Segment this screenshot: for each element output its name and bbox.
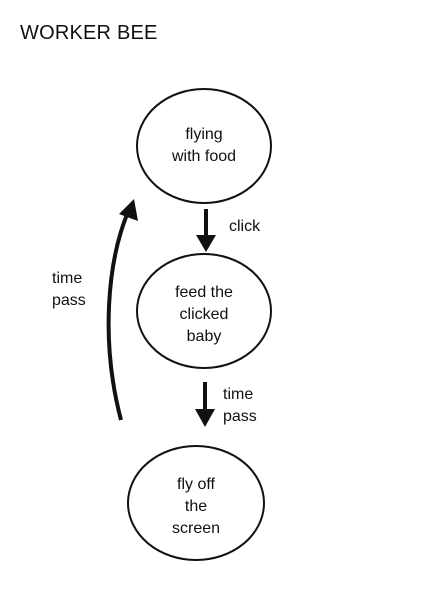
node-feed-line1: feed the: [175, 284, 233, 301]
state-node-feed-the-clicked-baby: feed the clicked baby: [136, 253, 272, 369]
edge-loop-label-line2: pass: [52, 292, 86, 309]
edge-loop-back-arrow: [106, 199, 138, 421]
node-flying-line1: flying: [185, 126, 222, 143]
node-flyoff-line3: screen: [172, 520, 220, 537]
node-flyoff-line1: fly off: [177, 476, 216, 493]
node-feed-line2: clicked: [180, 306, 229, 323]
edge-click-arrow: [196, 209, 216, 252]
diagram-title: WORKER BEE: [20, 22, 158, 44]
state-node-fly-off-the-screen: fly off the screen: [127, 445, 265, 561]
edge-loop-label-line1: time: [52, 270, 82, 287]
edge-click-label: click: [229, 218, 261, 235]
edge-time-pass-label-line2: pass: [223, 408, 257, 425]
edge-time-pass-label-line1: time: [223, 386, 253, 403]
node-flyoff-line2: the: [185, 498, 207, 515]
node-flying-line2: with food: [171, 148, 236, 165]
state-node-flying-with-food: flying with food: [136, 88, 272, 204]
node-feed-line3: baby: [187, 328, 222, 345]
edge-time-pass-arrow: [195, 382, 215, 427]
